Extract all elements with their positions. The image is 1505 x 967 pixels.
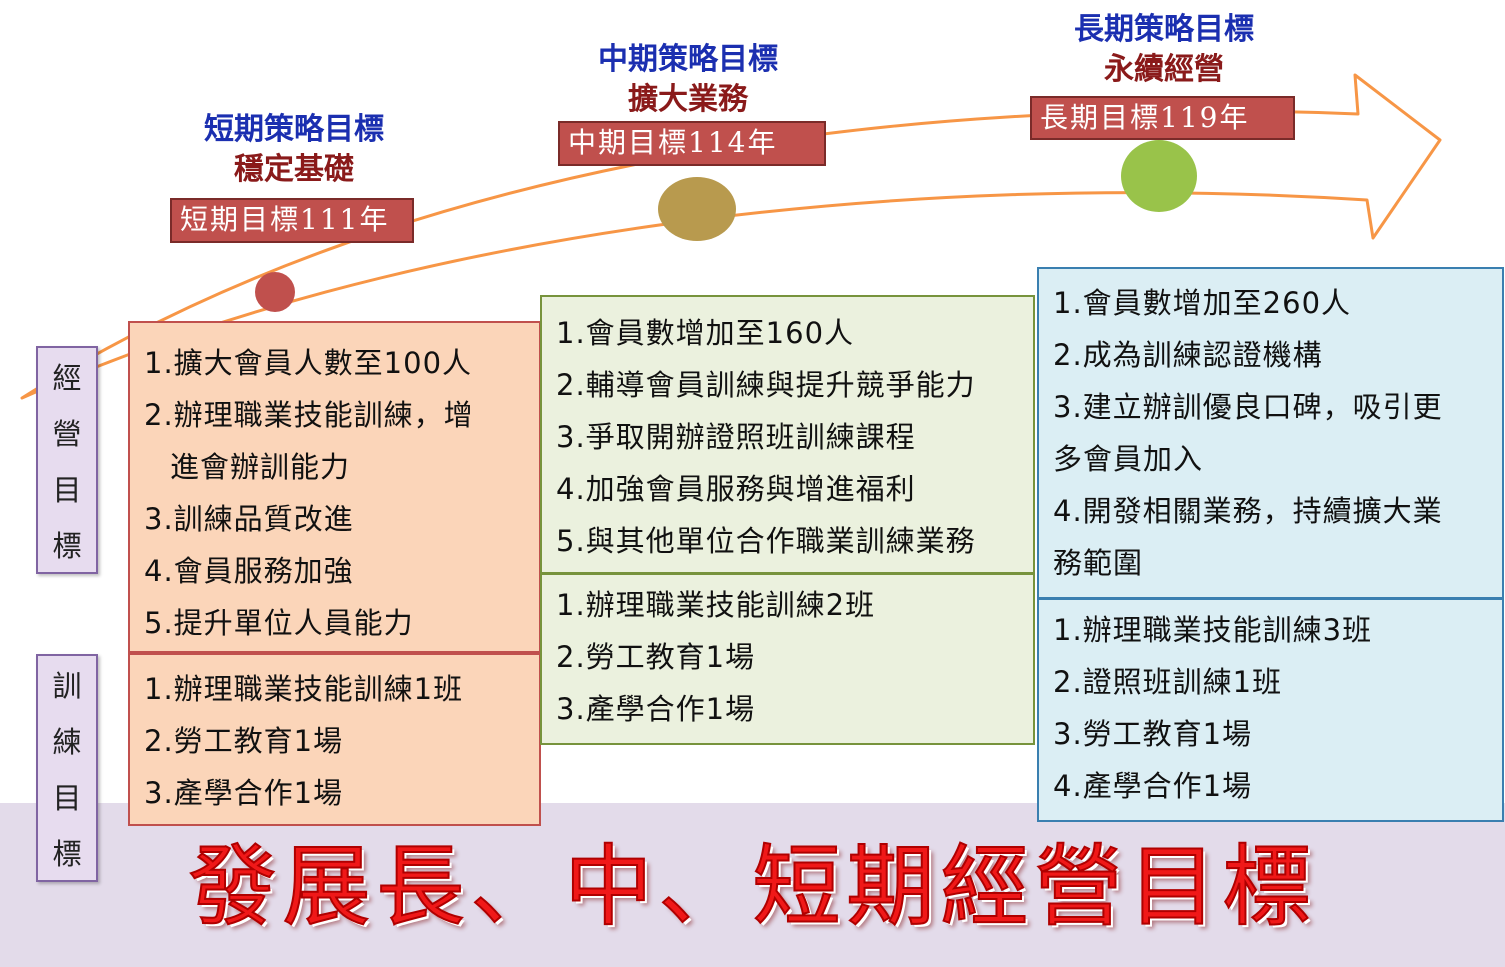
training-label-char: 訓	[52, 669, 82, 703]
list-item: 2.證照班訓練1班	[1053, 665, 1283, 699]
long-training-goals: 1.辦理職業技能訓練3班 2.證照班訓練1班 3.勞工教育1場 4.產學合作1場	[1037, 598, 1504, 822]
business-label-char: 標	[52, 529, 82, 563]
page-title: 發展長、中、短期經營目標	[187, 834, 1317, 939]
training-label-char: 目	[52, 781, 82, 815]
stage-mid-heading: 中期策略目標 擴大業務	[528, 40, 848, 120]
bottom-band	[0, 803, 1505, 967]
list-item: 4.加強會員服務與增進福利	[556, 472, 916, 506]
list-item: 4.會員服務加強	[144, 554, 354, 588]
training-goals-label: 訓 練 目 標	[36, 654, 98, 882]
stage-short-heading: 短期策略目標 穩定基礎	[134, 110, 454, 190]
short-subheading: 穩定基礎	[234, 152, 354, 187]
training-label-char: 標	[52, 837, 82, 871]
mid-heading: 中期策略目標	[598, 42, 778, 77]
list-item: 2.勞工教育1場	[144, 724, 344, 758]
long-target-year: 長期目標119年	[1030, 96, 1295, 140]
short-target-year: 短期目標111年	[170, 198, 414, 243]
list-item: 3.產學合作1場	[144, 776, 344, 810]
business-label-char: 經	[52, 361, 82, 395]
list-item: 3.產學合作1場	[556, 692, 756, 726]
business-label-char: 目	[52, 473, 82, 507]
long-milestone-dot	[1121, 140, 1197, 212]
mid-subheading: 擴大業務	[628, 82, 748, 117]
list-item: 3.建立辦訓優良口碑，吸引更	[1053, 390, 1443, 424]
training-label-char: 練	[52, 725, 82, 759]
list-item: 2.辦理職業技能訓練，增	[144, 398, 474, 432]
list-item: 1.辦理職業技能訓練3班	[1053, 613, 1373, 647]
mid-business-goals: 1.會員數增加至160人 2.輔導會員訓練與提升競爭能力 3.爭取開辦證照班訓練…	[540, 295, 1035, 574]
list-item: 1.會員數增加至260人	[1053, 286, 1352, 320]
mid-milestone-dot	[658, 177, 736, 241]
short-milestone-dot	[255, 272, 295, 312]
list-item: 3.勞工教育1場	[1053, 717, 1253, 751]
business-goals-label: 經 營 目 標	[36, 346, 98, 574]
business-label-char: 營	[52, 417, 82, 451]
long-heading: 長期策略目標	[1074, 12, 1254, 47]
list-item: 1.辦理職業技能訓練1班	[144, 672, 464, 706]
stage-long-heading: 長期策略目標 永續經營	[1004, 10, 1324, 90]
list-item: 5.提升單位人員能力	[144, 606, 414, 640]
list-item: 3.訓練品質改進	[144, 502, 354, 536]
growth-arrow-shape	[20, 73, 1442, 400]
long-business-goals: 1.會員數增加至260人 2.成為訓練認證機構 3.建立辦訓優良口碑，吸引更 多…	[1037, 267, 1504, 599]
list-item: 4.產學合作1場	[1053, 769, 1253, 803]
list-item: 進會辦訓能力	[170, 450, 351, 484]
list-item: 1.辦理職業技能訓練2班	[556, 588, 876, 622]
mid-target-year: 中期目標114年	[558, 121, 826, 166]
short-training-goals: 1.辦理職業技能訓練1班 2.勞工教育1場 3.產學合作1場	[128, 653, 541, 826]
mid-training-goals: 1.辦理職業技能訓練2班 2.勞工教育1場 3.產學合作1場	[540, 573, 1035, 745]
list-item: 1.擴大會員人數至100人	[144, 346, 473, 380]
list-item: 4.開發相關業務，持續擴大業	[1053, 494, 1443, 528]
list-item: 3.爭取開辦證照班訓練課程	[556, 420, 916, 454]
short-business-goals: 1.擴大會員人數至100人 2.辦理職業技能訓練，增 進會辦訓能力 3.訓練品質…	[128, 321, 541, 653]
list-item: 多會員加入	[1053, 442, 1204, 476]
list-item: 2.輔導會員訓練與提升競爭能力	[556, 368, 976, 402]
long-subheading: 永續經營	[1104, 52, 1224, 87]
list-item: 務範圍	[1053, 546, 1144, 580]
list-item: 2.勞工教育1場	[556, 640, 756, 674]
short-heading: 短期策略目標	[204, 112, 384, 147]
list-item: 5.與其他單位合作職業訓練業務	[556, 524, 976, 558]
list-item: 2.成為訓練認證機構	[1053, 338, 1323, 372]
list-item: 1.會員數增加至160人	[556, 316, 855, 350]
